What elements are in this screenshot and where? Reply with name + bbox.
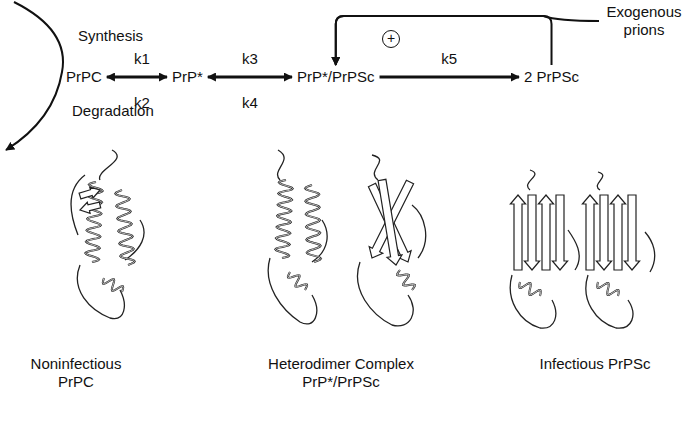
protein-structure (79, 179, 640, 296)
species-label: 2 PrPSc (524, 68, 579, 86)
species-node: 2 PrPSc (524, 68, 579, 86)
alpha-helix (305, 185, 321, 262)
beta-strand (510, 195, 525, 270)
beta-strand (378, 179, 402, 265)
species-label: PrPC (66, 68, 102, 86)
alpha-helix (519, 282, 541, 296)
rate-constant: k2 (134, 94, 150, 112)
species-label: PrP* (172, 68, 203, 86)
protein-loops (71, 150, 655, 328)
alpha-helix (288, 272, 307, 290)
alpha-helix (103, 278, 123, 292)
beta-strand (524, 195, 539, 270)
structure-caption: Heterodimer Complex PrP*/PrPSc (255, 355, 427, 391)
rate-constant: k5 (439, 50, 459, 68)
alpha-helix (597, 282, 619, 296)
species-node: Exogenous prions (602, 3, 686, 39)
reaction-arrow (380, 76, 519, 79)
protein-loop (586, 172, 655, 328)
rate-constant: k3 (242, 50, 258, 68)
alpha-helix (115, 190, 134, 265)
alpha-helix (115, 190, 134, 265)
alpha-helix (275, 180, 292, 258)
species-node: PrP*/PrPSc (297, 68, 375, 86)
structure-caption: Noninfectious PrPC (20, 355, 132, 391)
species-label: PrP*/PrPSc (297, 68, 375, 86)
beta-strand (596, 195, 611, 270)
beta-strand (538, 195, 553, 270)
species-label: Exogenous prions (602, 3, 686, 39)
beta-strand (79, 187, 100, 199)
alpha-helix (397, 270, 415, 290)
alpha-helix (275, 180, 292, 258)
species-node: PrPC (66, 68, 102, 86)
beta-strand (610, 195, 625, 270)
alpha-helix (397, 270, 415, 290)
protein-loop (71, 150, 144, 319)
protein-loop (268, 150, 327, 324)
beta-strand (552, 195, 567, 270)
beta-strand (80, 202, 101, 213)
alpha-helix (519, 282, 541, 296)
protein-loop (358, 155, 426, 326)
structure-caption: Infectious PrPSc (520, 355, 670, 373)
alpha-helix (103, 278, 123, 292)
reaction-arrow (107, 76, 167, 79)
species-node: PrP* (172, 68, 203, 86)
alpha-helix (305, 185, 321, 262)
reaction-arrow (208, 76, 292, 79)
process-label: Synthesis (78, 27, 143, 45)
catalysis-sign: + (382, 30, 400, 48)
synthesis-degradation-arc (6, 2, 63, 150)
rate-constant: k1 (134, 50, 150, 68)
reaction-arrow (336, 16, 599, 65)
protein-loop (510, 170, 579, 328)
alpha-helix (597, 282, 619, 296)
beta-strand (624, 195, 639, 270)
beta-strand (582, 195, 597, 270)
rate-constant: k4 (242, 94, 258, 112)
alpha-helix (288, 272, 307, 290)
